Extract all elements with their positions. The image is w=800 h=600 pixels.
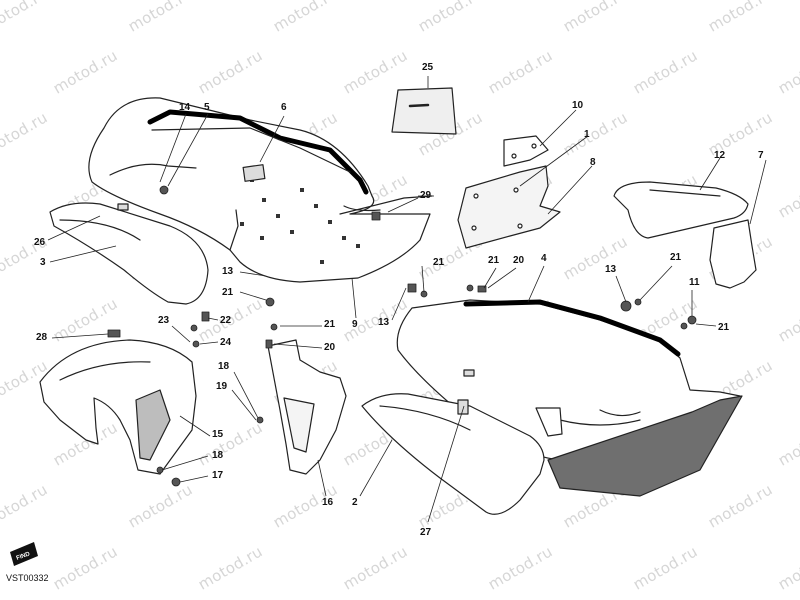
find-icon: FIND	[10, 542, 38, 566]
callout-27: 27	[420, 527, 432, 538]
callout-16: 16	[322, 497, 334, 508]
callout-21-d: 21	[670, 252, 682, 263]
fastener-17	[171, 477, 181, 487]
part-10-bracket	[503, 135, 549, 167]
callout-15: 15	[212, 429, 224, 440]
callout-12: 12	[714, 150, 726, 161]
callout-5: 5	[204, 102, 210, 113]
fastener-20b	[265, 339, 273, 349]
callout-28: 28	[36, 332, 48, 343]
part-12-top-panel	[613, 181, 749, 239]
callout-11: 11	[689, 277, 700, 288]
callout-2: 2	[352, 497, 358, 508]
part-15-front-mudguard	[39, 339, 197, 475]
callout-13-a: 13	[222, 266, 234, 277]
callout-3: 3	[40, 257, 46, 268]
callout-21-c: 21	[488, 255, 500, 266]
callout-20-b: 20	[324, 342, 336, 353]
part-16-inner-duct	[267, 339, 347, 475]
callout-17: 17	[212, 470, 224, 481]
callout-13-c: 13	[378, 317, 390, 328]
callout-14: 14	[179, 102, 191, 113]
fastener-11	[687, 315, 697, 325]
callout-21-b: 21	[433, 257, 445, 268]
callout-21-a: 21	[222, 287, 234, 298]
fastener-13c	[620, 300, 632, 312]
callout-7: 7	[758, 150, 764, 161]
fastener-21a	[265, 297, 275, 307]
callout-21-e: 21	[324, 319, 336, 330]
fastener-13b	[407, 283, 417, 293]
fastener-19	[256, 416, 264, 424]
callout-6: 6	[281, 102, 287, 113]
part-25-decal	[391, 87, 457, 135]
callout-4: 4	[541, 253, 547, 264]
part-7-side-panel	[709, 219, 757, 289]
callout-23: 23	[158, 315, 170, 326]
callout-20-a: 20	[513, 255, 525, 266]
find-badge-text: FIND	[16, 551, 32, 562]
callout-29: 29	[420, 190, 432, 201]
callout-8: 8	[590, 157, 596, 168]
callout-10: 10	[572, 100, 584, 111]
part-3-left-side-panel	[49, 202, 209, 305]
callout-19: 19	[216, 381, 228, 392]
callout-22: 22	[220, 315, 232, 326]
part-8-inner-panel	[457, 165, 561, 249]
fastener-24	[192, 340, 200, 348]
callout-21-f: 21	[718, 322, 730, 333]
callout-13-b: 13	[605, 264, 617, 275]
fastener-28	[107, 329, 121, 338]
callout-18-a: 18	[218, 361, 230, 372]
part-2-lower-panel	[361, 393, 545, 515]
fastener-5	[159, 185, 169, 195]
fastener-22	[201, 311, 210, 322]
callout-26: 26	[34, 237, 46, 248]
diagram-code: VST00332	[6, 573, 49, 583]
callout-9: 9	[352, 319, 358, 330]
callout-1: 1	[584, 129, 590, 140]
callout-25: 25	[422, 62, 434, 73]
callout-18-b: 18	[212, 450, 224, 461]
callout-24: 24	[220, 337, 232, 348]
